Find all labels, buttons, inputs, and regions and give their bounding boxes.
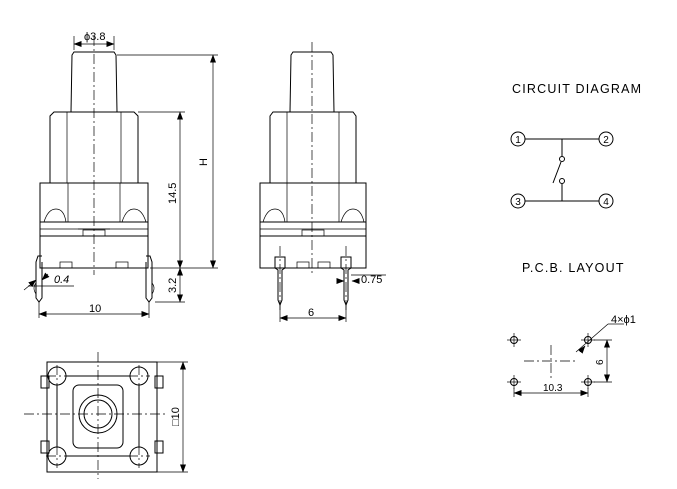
side-lower-body <box>259 182 367 223</box>
top-pin-br <box>154 440 164 454</box>
side-upper-body <box>269 111 357 184</box>
pcb-layout-title: P.C.B. LAYOUT <box>522 261 625 275</box>
side-right-pin <box>340 256 352 307</box>
circuit-pin-3: 3 <box>515 197 521 208</box>
top-pin-tr <box>154 375 164 389</box>
circuit-diagram: CIRCUIT DIAGRAM 1 2 3 4 <box>510 82 642 209</box>
pcb-hole-br <box>581 375 595 389</box>
top-pin-tl <box>40 375 50 389</box>
top-body-square <box>46 361 158 473</box>
circuit-diagram-title: CIRCUIT DIAGRAM <box>512 82 642 96</box>
top-view <box>24 352 168 479</box>
side-left-pin <box>274 256 286 307</box>
pcb-hole-tr <box>581 333 595 347</box>
pin-thickness-label: 0.4 <box>54 274 69 286</box>
pin-width-label: 0.75 <box>361 274 382 286</box>
y-spacing-label: 6 <box>595 359 606 365</box>
circuit-pin-4: 4 <box>603 197 609 208</box>
top-dimensions: □10 <box>157 361 188 473</box>
body-height-label: 14.5 <box>167 183 179 204</box>
front-dimensions: ϕ3.8 H 14.5 3.2 0.4 10 <box>23 31 218 318</box>
front-right-pin <box>145 255 153 303</box>
circuit-pin-2: 2 <box>603 135 609 146</box>
front-left-pin <box>35 255 43 303</box>
pcb-hole-tl <box>507 333 521 347</box>
switch-contact <box>552 161 562 184</box>
top-pin-bl <box>40 440 50 454</box>
lead-length-label: 3.2 <box>167 278 179 293</box>
circuit-pin-1: 1 <box>515 135 521 146</box>
hole-spec-label: 4×ϕ1 <box>611 314 636 326</box>
pcb-hole-bl <box>507 375 521 389</box>
side-view <box>259 42 367 312</box>
height-label: H <box>198 158 210 166</box>
pcb-layout: P.C.B. LAYOUT 4×ϕ1 6 <box>507 261 636 397</box>
pin-span-label: 10 <box>89 303 101 315</box>
side-span-label: 6 <box>308 307 314 319</box>
front-view <box>33 36 155 303</box>
body-square-label: □10 <box>170 407 182 426</box>
stem-diameter-label: ϕ3.8 <box>84 31 105 43</box>
x-spacing-label: 10.3 <box>543 383 563 394</box>
side-dimensions: 6 0.75 <box>279 274 386 322</box>
